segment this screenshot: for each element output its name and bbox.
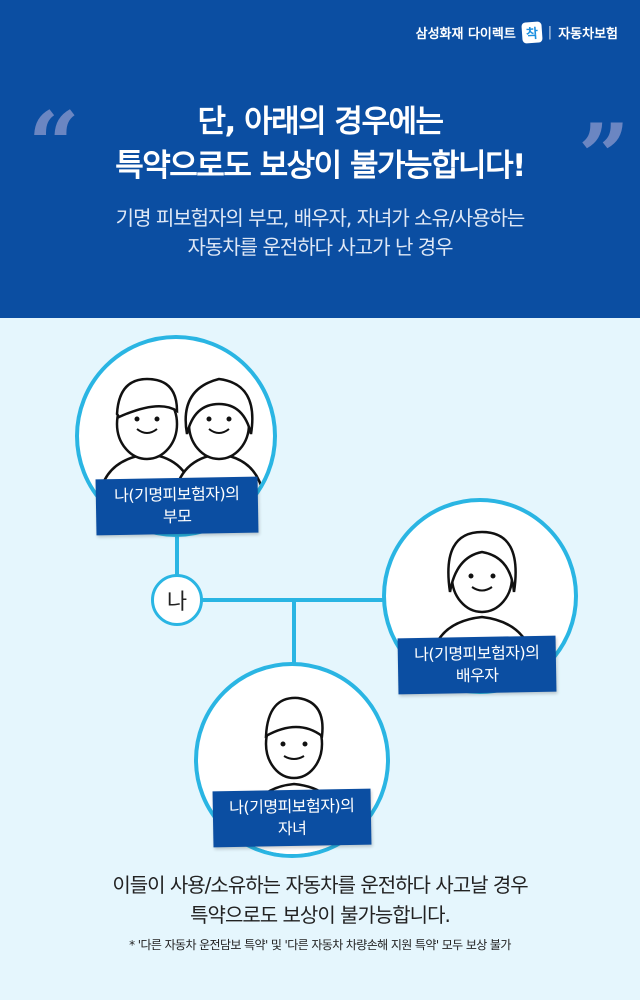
- divider: |: [547, 25, 553, 40]
- category: 자동차보험: [558, 27, 618, 42]
- label-line1: 나(기명피보험자)의: [229, 795, 355, 818]
- label-line2: 부모: [162, 506, 192, 527]
- child-label: 나(기명피보험자)의 자녀: [212, 788, 372, 848]
- close-quote-icon: ”: [578, 104, 630, 210]
- footer-line2: 특약으로도 보상이 불가능합니다.: [190, 903, 451, 927]
- label-line2: 자녀: [277, 818, 307, 839]
- brand: 삼성화재 다이렉트 착 | 자동차보험: [415, 21, 618, 44]
- open-quote-icon: “: [28, 92, 80, 198]
- footer-line1: 이들이 사용/소유하는 자동차를 운전하다 사고날 경우: [112, 873, 528, 897]
- connector-line: [175, 530, 179, 576]
- title-line2: 특약으로도 보상이 불가능합니다!: [115, 148, 526, 184]
- title-line1: 단, 아래의 경우에는: [197, 104, 444, 140]
- label-line1: 나(기명피보험자)의: [114, 483, 240, 506]
- subtitle-line2: 자동차를 운전하다 사고가 난 경우: [187, 235, 453, 259]
- subtitle-line1: 기명 피보험자의 부모, 배우자, 자녀가 소유/사용하는: [115, 206, 526, 230]
- footnote: * '다른 자동차 운전담보 특약' 및 '다른 자동차 차량손해 지원 특약'…: [129, 938, 511, 952]
- footer-text: 이들이 사용/소유하는 자동차를 운전하다 사고날 경우 특약으로도 보상이 불…: [0, 870, 640, 930]
- parents-label: 나(기명피보험자)의 부모: [95, 476, 259, 536]
- page-title: 단, 아래의 경우에는 특약으로도 보상이 불가능합니다!: [0, 100, 640, 188]
- label-line2: 배우자: [455, 665, 499, 686]
- subtitle: 기명 피보험자의 부모, 배우자, 자녀가 소유/사용하는 자동차를 운전하다 …: [0, 204, 640, 262]
- brand-logo: 착: [521, 21, 543, 44]
- header-banner: 삼성화재 다이렉트 착 | 자동차보험 “ ” 단, 아래의 경우에는 특약으로…: [0, 0, 640, 318]
- connector-line: [292, 598, 296, 668]
- brand-name: 삼성화재 다이렉트: [415, 27, 516, 42]
- label-line1: 나(기명피보험자)의: [414, 642, 540, 665]
- spouse-label: 나(기명피보험자)의 배우자: [397, 635, 557, 695]
- me-node: 나: [151, 574, 203, 626]
